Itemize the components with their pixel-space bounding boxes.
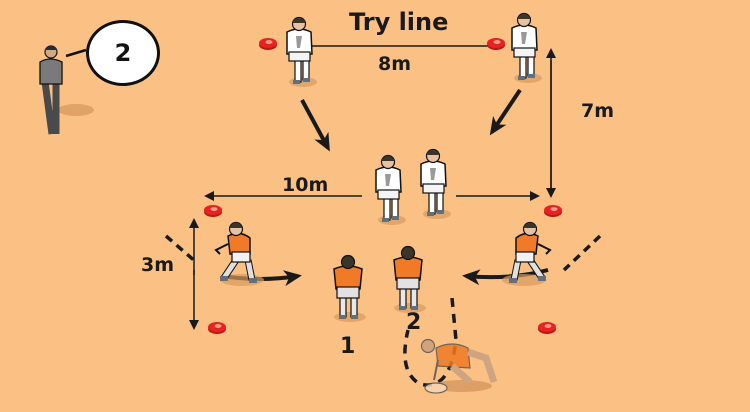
white-player-top-right: [511, 12, 543, 84]
depth-right-label: 7m: [581, 100, 615, 122]
rugby-ball: [424, 382, 448, 394]
run-arrow-right: [489, 88, 522, 136]
run-arrow-left: [300, 99, 330, 152]
orange-player-ground: [420, 338, 498, 394]
cone-bottom-right: [538, 322, 556, 334]
coach: [39, 45, 94, 135]
cone-top-left: [259, 38, 277, 50]
depth-left-label: 3m: [141, 254, 175, 276]
dashed-line-left: [164, 234, 198, 264]
player-2-label: 2: [406, 310, 422, 335]
coach-speech-bubble: 2: [86, 20, 160, 86]
cone-mid-right: [544, 205, 562, 217]
cone-mid-left: [204, 205, 222, 217]
white-player-center-left: [375, 154, 407, 226]
dashed-line-right: [562, 234, 602, 272]
orange-player-2: [393, 245, 427, 314]
cone-bottom-left: [208, 322, 226, 334]
orange-defender-left: [216, 223, 264, 287]
white-player-center-right: [420, 148, 452, 220]
width-middle-label: 10m: [282, 174, 329, 196]
player-1-label: 1: [340, 334, 356, 359]
width-top-label: 8m: [378, 53, 412, 75]
orange-player-1: [333, 254, 367, 323]
cone-top-right: [487, 38, 505, 50]
white-player-top-left: [286, 16, 318, 88]
orange-defender-right: [502, 223, 550, 287]
try-line-label: Try line: [349, 8, 449, 36]
